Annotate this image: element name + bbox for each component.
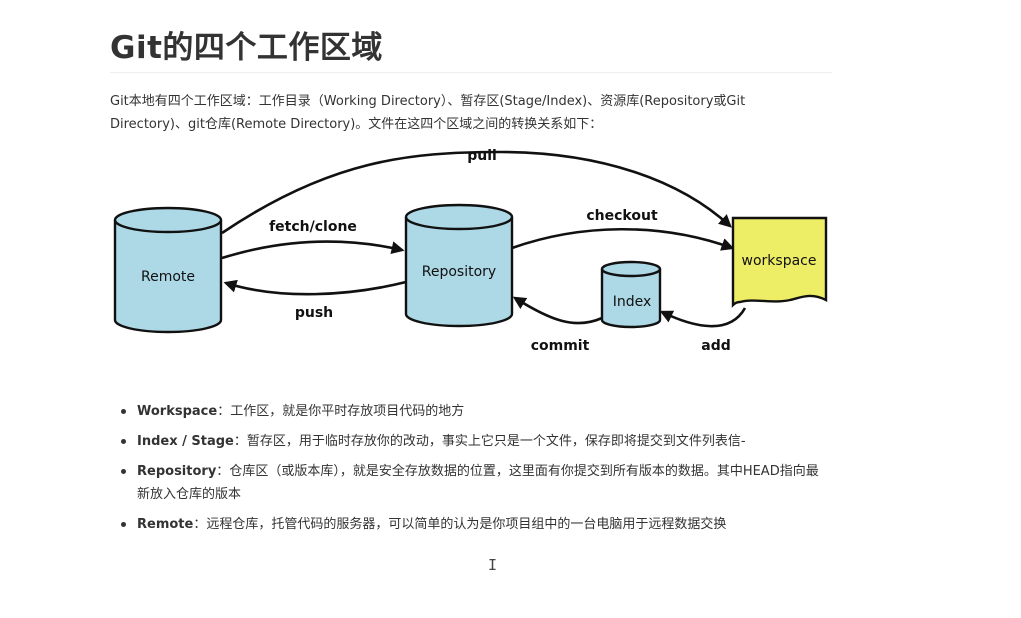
commit-label: commit bbox=[531, 338, 590, 354]
term-separator: ： bbox=[193, 517, 207, 532]
push-label: push bbox=[295, 305, 333, 321]
remote-label: Remote bbox=[141, 269, 195, 285]
checkout-label: checkout bbox=[586, 208, 658, 224]
add-label: add bbox=[701, 338, 731, 354]
term-remote: Remote bbox=[137, 517, 194, 532]
push-arrow bbox=[223, 279, 407, 296]
git-areas-diagram: Remote Repository Index workspace pull f… bbox=[113, 148, 828, 354]
term-desc: 暂存区，用于临时存放你的改动，事实上它只是一个文件，保存即将提交到文件列表信- bbox=[246, 434, 746, 449]
list-item: Workspace：工作区，就是你平时存放项目代码的地方 bbox=[118, 400, 828, 423]
text-cursor-icon: I bbox=[488, 556, 498, 574]
term-workspace: Workspace bbox=[137, 404, 218, 419]
list-item: Remote：远程仓库，托管代码的服务器，可以简单的认为是你项目组中的一台电脑用… bbox=[118, 513, 828, 536]
repository-cylinder bbox=[404, 203, 514, 328]
term-desc: 工作区，就是你平时存放项目代码的地方 bbox=[230, 404, 465, 419]
term-separator: ： bbox=[216, 464, 230, 479]
workspace-label: workspace bbox=[742, 253, 817, 269]
checkout-arrow bbox=[511, 227, 735, 251]
term-desc: 仓库区（或版本库），就是安全存放数据的位置，这里面有你提交到所有版本的数据。其中… bbox=[137, 464, 819, 502]
index-label: Index bbox=[613, 294, 652, 310]
page-title: Git的四个工作区域 bbox=[110, 30, 383, 66]
terms-list: Workspace：工作区，就是你平时存放项目代码的地方 Index / Sta… bbox=[118, 400, 828, 543]
add-arrow bbox=[659, 307, 747, 328]
intro-paragraph: Git本地有四个工作区域：工作目录（Working Directory）、暂存区… bbox=[110, 94, 746, 132]
term-separator: ： bbox=[217, 404, 231, 419]
fetch-clone-label: fetch/clone bbox=[269, 219, 357, 235]
title-divider bbox=[110, 72, 832, 73]
workspace-document bbox=[731, 216, 828, 308]
commit-arrow bbox=[512, 296, 603, 325]
list-item: Repository：仓库区（或版本库），就是安全存放数据的位置，这里面有你提交… bbox=[118, 460, 828, 506]
pull-arrow bbox=[221, 150, 732, 235]
index-cylinder bbox=[600, 260, 662, 329]
list-item: Index / Stage：暂存区，用于临时存放你的改动，事实上它只是一个文件，… bbox=[118, 430, 828, 453]
term-desc: 远程仓库，托管代码的服务器，可以简单的认为是你项目组中的一台电脑用于远程数据交换 bbox=[206, 517, 727, 532]
pull-label: pull bbox=[467, 148, 497, 164]
term-index-stage: Index / Stage bbox=[137, 434, 234, 449]
repository-label: Repository bbox=[422, 264, 496, 280]
term-separator: ： bbox=[233, 434, 247, 449]
term-repository: Repository bbox=[137, 464, 217, 479]
remote-cylinder bbox=[113, 206, 223, 334]
fetch-clone-arrow bbox=[221, 240, 405, 260]
